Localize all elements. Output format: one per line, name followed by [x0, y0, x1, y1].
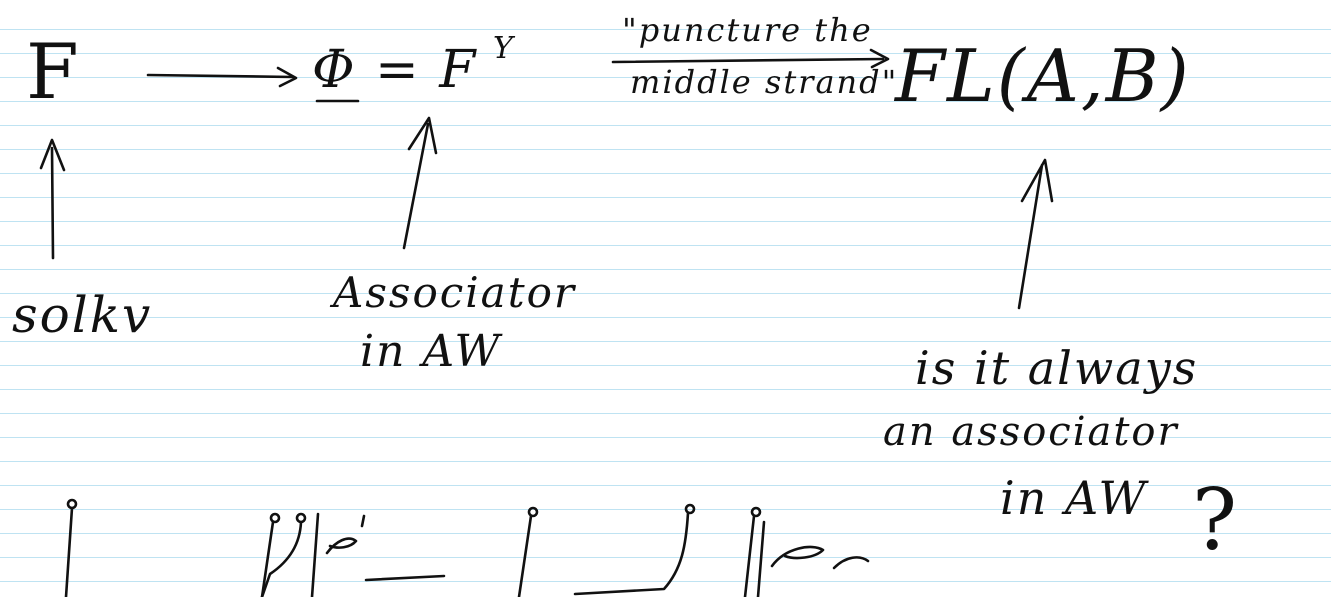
arrow-up-to-phi: [402, 116, 438, 250]
question-line-2: an associator: [883, 409, 1179, 455]
arrow-up-to-f: [39, 138, 66, 260]
question-line-1: is it always: [915, 341, 1199, 395]
arrow-f-to-phi-shaft: [146, 73, 295, 79]
label-in-aw: in AW: [360, 326, 502, 377]
arrow-label-line-1: "puncture the: [622, 11, 873, 49]
puncture-arrow-shaft: [611, 57, 885, 64]
label-associator: Associator: [333, 268, 576, 317]
superscript-y: Y: [493, 31, 515, 66]
phi-equals-f: Φ = F: [312, 40, 478, 100]
fl-a-b: FL(A,B): [895, 34, 1191, 118]
question-line-3: in AW: [1000, 471, 1148, 525]
puncture-arrow-head: [869, 48, 890, 69]
arrow-up-to-fl: [1017, 158, 1054, 310]
question-mark: ?: [1192, 471, 1238, 569]
label-solkv: solkv: [12, 286, 153, 344]
arrow-f-to-phi-head: [276, 66, 298, 88]
strand-sketch: [64, 498, 870, 597]
arrow-label-line-2: middle strand": [630, 63, 899, 101]
symbol-f: F: [26, 27, 79, 116]
